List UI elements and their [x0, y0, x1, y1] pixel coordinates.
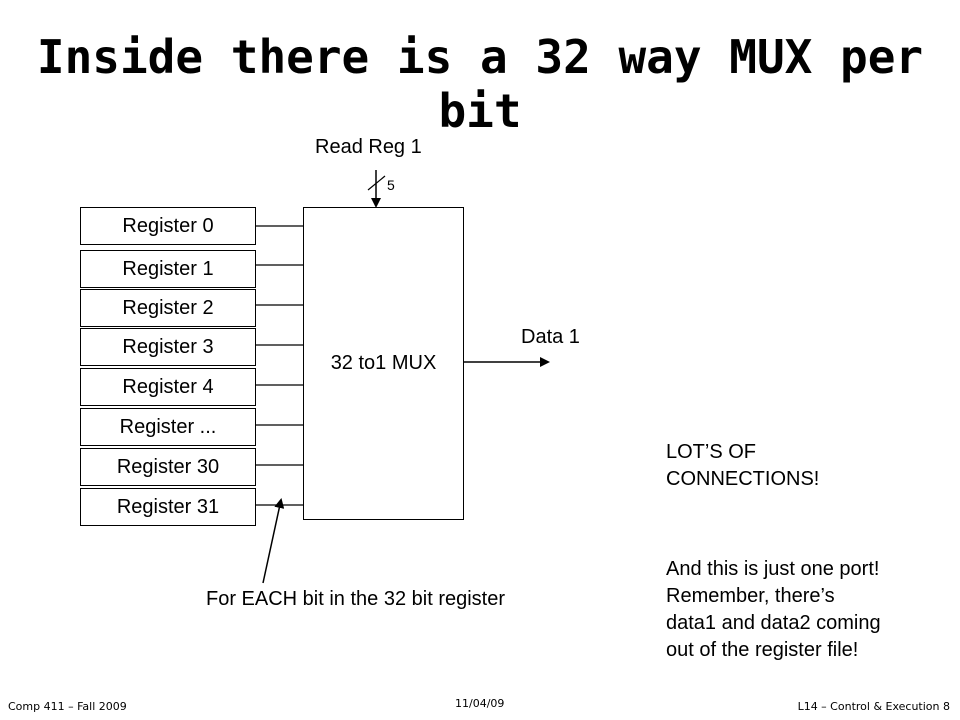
bit-caption: For EACH bit in the 32 bit register	[206, 588, 506, 610]
register-box: Register ...	[80, 408, 256, 446]
register-box: Register 31	[80, 488, 256, 526]
footer-course: Comp 411 – Fall 2009	[8, 700, 127, 713]
data-output-label: Data 1	[521, 326, 580, 348]
register-box: Register 1	[80, 250, 256, 288]
register-box: Register 2	[80, 289, 256, 327]
slide-title: Inside there is a 32 way MUX per bit	[36, 30, 924, 138]
register-box: Register 3	[80, 328, 256, 366]
note-line: Remember, there’s	[666, 585, 835, 607]
note-line: And this is just one port!	[666, 558, 880, 580]
bus-width-label: 5	[387, 177, 395, 193]
register-box: Register 4	[80, 368, 256, 406]
note-line: LOT’S OF	[666, 441, 757, 463]
register-box: Register 30	[80, 448, 256, 486]
note-line: data1 and data2 coming	[666, 612, 881, 634]
bus-slash	[367, 175, 386, 191]
read-reg-label: Read Reg 1	[315, 136, 422, 158]
mux-block: 32 to1 MUX	[303, 207, 464, 520]
footer-date: 11/04/09	[455, 697, 505, 710]
port-note: And this is just one port! Remember, the…	[666, 556, 881, 664]
bit-pointer-arrow	[262, 498, 285, 584]
note-line: CONNECTIONS!	[666, 468, 820, 490]
footer-lecture: L14 – Control & Execution 8	[797, 700, 950, 713]
connections-note: LOT’S OF CONNECTIONS!	[666, 439, 819, 493]
register-box: Register 0	[80, 207, 256, 245]
mux-label: 32 to1 MUX	[330, 352, 437, 374]
note-line: out of the register file!	[666, 639, 859, 661]
